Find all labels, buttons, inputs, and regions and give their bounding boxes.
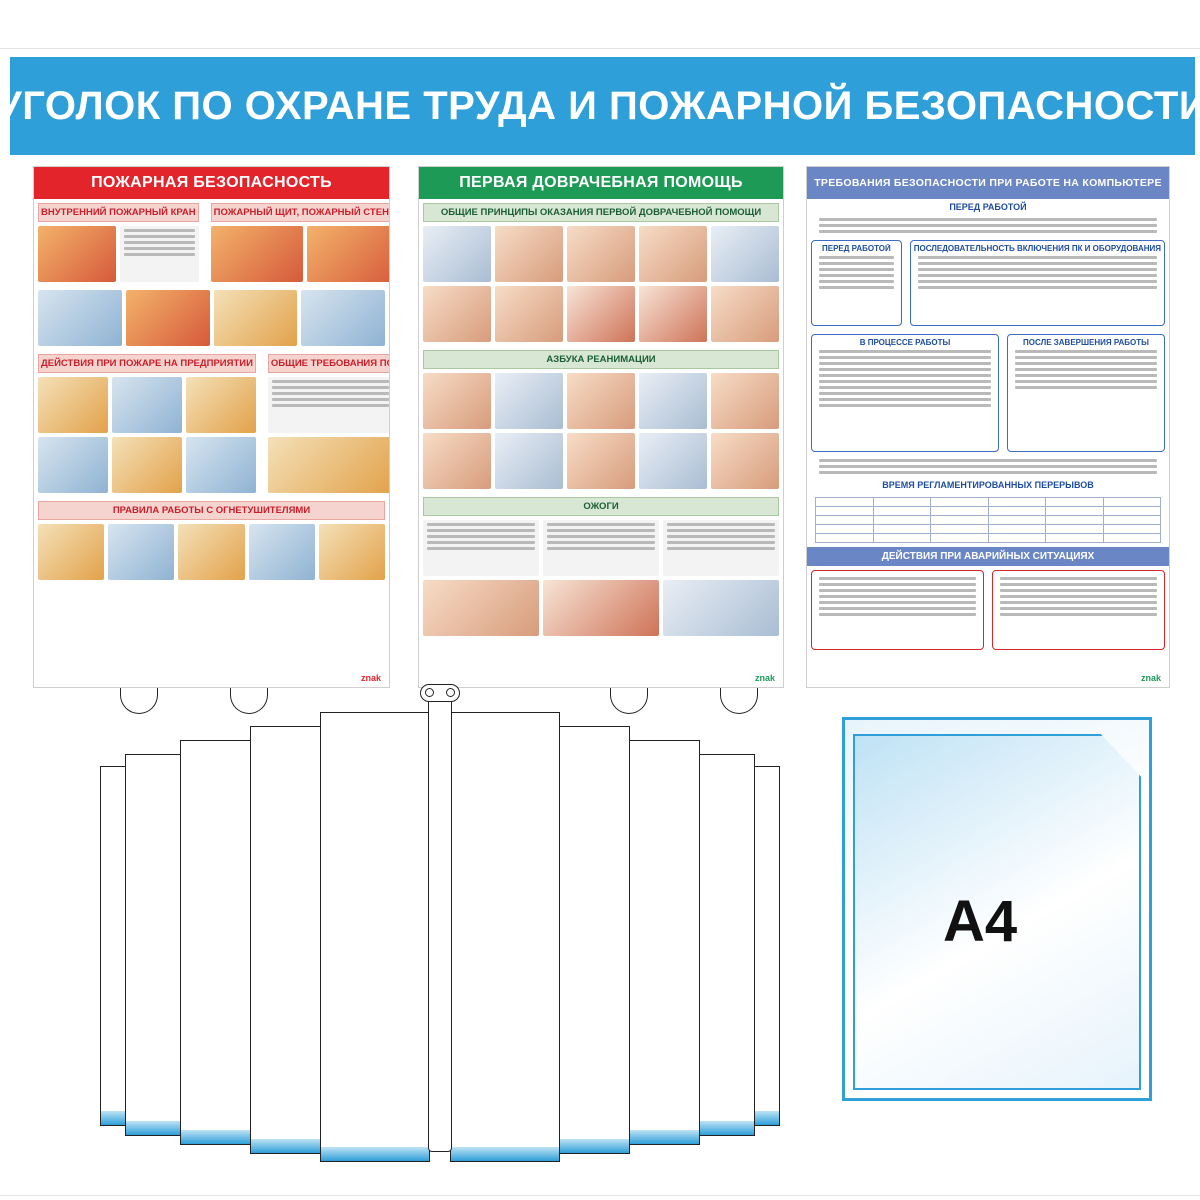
- brand-logo: znak: [360, 673, 381, 683]
- section-title: ДЕЙСТВИЯ ПРИ ПОЖАРЕ НА ПРЕДПРИЯТИИ: [38, 354, 256, 373]
- folder-left-5[interactable]: [320, 712, 430, 1162]
- illustration: [543, 580, 659, 636]
- illustration: [567, 433, 635, 489]
- text-block: [423, 520, 539, 576]
- poster-first-aid: ПЕРВАЯ ДОВРАЧЕБНАЯ ПОМОЩЬ ОБЩИЕ ПРИНЦИПЫ…: [418, 166, 784, 688]
- folder-right-5[interactable]: [450, 712, 560, 1162]
- section-title: ПЕРЕД РАБОТОЙ: [949, 202, 1027, 212]
- a4-pocket[interactable]: А4: [842, 717, 1152, 1101]
- folder-spine: [428, 690, 452, 1152]
- illustration: [567, 226, 635, 282]
- illustration: [495, 373, 563, 429]
- illustration: [567, 286, 635, 342]
- info-box: ПОСЛЕДОВАТЕЛЬНОСТЬ ВКЛЮЧЕНИЯ ПК И ОБОРУД…: [909, 240, 1165, 326]
- extinguisher-step: [248, 524, 315, 580]
- poster-pc-safety: ТРЕБОВАНИЯ БЕЗОПАСНОСТИ ПРИ РАБОТЕ НА КО…: [806, 166, 1170, 688]
- illustration: [711, 433, 779, 489]
- fire-hydrant-image: [38, 226, 117, 282]
- poster-title: ТРЕБОВАНИЯ БЕЗОПАСНОСТИ ПРИ РАБОТЕ НА КО…: [807, 167, 1169, 199]
- illustration: [423, 373, 491, 429]
- illustration: [639, 226, 707, 282]
- illustration: [185, 377, 256, 433]
- section-title: ДЕЙСТВИЯ ПРИ АВАРИЙНЫХ СИТУАЦИЯХ: [807, 547, 1169, 566]
- section-title: ОЖОГИ: [423, 497, 779, 516]
- extinguisher-step: [178, 524, 245, 580]
- hanger-arc: [610, 688, 648, 714]
- illustration: [711, 373, 779, 429]
- illustration: [495, 286, 563, 342]
- extinguisher-step: [38, 524, 105, 580]
- section-title: ПРАВИЛА РАБОТЫ С ОГНЕТУШИТЕЛЯМИ: [38, 501, 385, 520]
- illustration: [111, 377, 182, 433]
- info-box: [992, 570, 1165, 650]
- brand-logo: znak: [1140, 673, 1161, 683]
- screw-icon: [425, 688, 434, 697]
- illustration: [111, 437, 182, 493]
- flip-folder-system: [80, 684, 800, 1180]
- extinguisher-step: [108, 524, 175, 580]
- hanger-arc: [120, 688, 158, 714]
- section-title: ВРЕМЯ РЕГЛАМЕНТИРОВАННЫХ ПЕРЕРЫВОВ: [882, 480, 1094, 490]
- poster-title: ПЕРВАЯ ДОВРАЧЕБНАЯ ПОМОЩЬ: [419, 167, 783, 199]
- section-title: ВНУТРЕННИЙ ПОЖАРНЫЙ КРАН: [38, 203, 199, 222]
- illustration: [38, 437, 108, 493]
- fire-shield-image: [210, 226, 303, 282]
- illustration: [301, 290, 385, 346]
- section-title: ПОЖАРНЫЙ ЩИТ, ПОЖАРНЫЙ СТЕНД: [210, 203, 389, 222]
- illustration: [495, 226, 563, 282]
- info-box: [811, 570, 984, 650]
- illustration: [38, 290, 122, 346]
- text-block: [663, 520, 779, 576]
- illustration: [423, 286, 491, 342]
- text-block: [267, 377, 389, 433]
- fire-stand-image: [306, 226, 389, 282]
- illustration: [711, 286, 779, 342]
- section-title: ОБЩИЕ ПРИНЦИПЫ ОКАЗАНИЯ ПЕРВОЙ ДОВРАЧЕБН…: [423, 203, 779, 222]
- section-title: ОБЩИЕ ТРЕБОВАНИЯ ПОЖАРНОЙ БЕЗОПАСНОСТИ: [267, 354, 389, 373]
- illustration: [38, 377, 108, 433]
- illustration: [639, 373, 707, 429]
- screw-icon: [446, 688, 455, 697]
- breaks-table: [815, 497, 1161, 543]
- pocket-front: [853, 734, 1141, 1090]
- illustration: [213, 290, 298, 346]
- text-block: [543, 520, 659, 576]
- poster-title: ПОЖАРНАЯ БЕЗОПАСНОСТЬ: [34, 167, 389, 199]
- hanger-arc: [230, 688, 268, 714]
- sand-box-image: [125, 290, 210, 346]
- info-box: ПЕРЕД РАБОТОЙ: [811, 240, 902, 326]
- illustration: [185, 437, 256, 493]
- illustration: [639, 286, 707, 342]
- illustration: [423, 433, 491, 489]
- info-box: ПОСЛЕ ЗАВЕРШЕНИЯ РАБОТЫ: [1007, 334, 1165, 452]
- spine-mount: [420, 684, 460, 702]
- illustration: [267, 437, 389, 493]
- info-box: В ПРОЦЕССЕ РАБОТЫ: [811, 334, 999, 452]
- section-title: АЗБУКА РЕАНИМАЦИИ: [423, 350, 779, 369]
- extinguisher-step: [318, 524, 385, 580]
- a4-label: А4: [943, 889, 1018, 954]
- page-title: УГОЛОК ПО ОХРАНЕ ТРУДА И ПОЖАРНОЙ БЕЗОПА…: [0, 83, 1200, 128]
- illustration: [639, 433, 707, 489]
- clock-illustration: [423, 226, 491, 282]
- header-banner: УГОЛОК ПО ОХРАНЕ ТРУДА И ПОЖАРНОЙ БЕЗОПА…: [0, 57, 1200, 155]
- poster-fire-safety: ПОЖАРНАЯ БЕЗОПАСНОСТЬ ВНУТРЕННИЙ ПОЖАРНЫ…: [33, 166, 390, 688]
- illustration: [423, 580, 539, 636]
- brand-logo: znak: [754, 673, 775, 683]
- illustration: [567, 373, 635, 429]
- hanger-arc: [720, 688, 758, 714]
- illustration: [663, 580, 779, 636]
- text-block: [120, 226, 199, 282]
- illustration: [711, 226, 779, 282]
- illustration: [495, 433, 563, 489]
